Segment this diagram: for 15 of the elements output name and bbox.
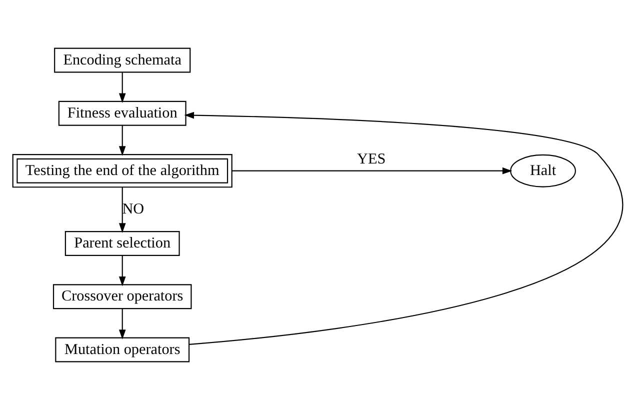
- arrow: [232, 167, 512, 174]
- arrow: [118, 309, 126, 340]
- node-box: Testing the end of the algorithm: [12, 154, 232, 188]
- arrow: [118, 256, 126, 286]
- node-box: Crossover operators: [52, 284, 192, 310]
- arrow: [118, 126, 126, 156]
- arrow: [118, 187, 126, 233]
- node-box: Mutation operators: [55, 337, 190, 362]
- node-ellipse: Halt: [510, 154, 576, 188]
- node-box: Fitness evaluation: [58, 100, 186, 126]
- arrow: [184, 112, 622, 345]
- edge-label: YES: [357, 150, 386, 168]
- node-box: Encoding schemata: [54, 48, 191, 73]
- node-box: Parent selection: [64, 231, 180, 256]
- arrow: [118, 72, 126, 104]
